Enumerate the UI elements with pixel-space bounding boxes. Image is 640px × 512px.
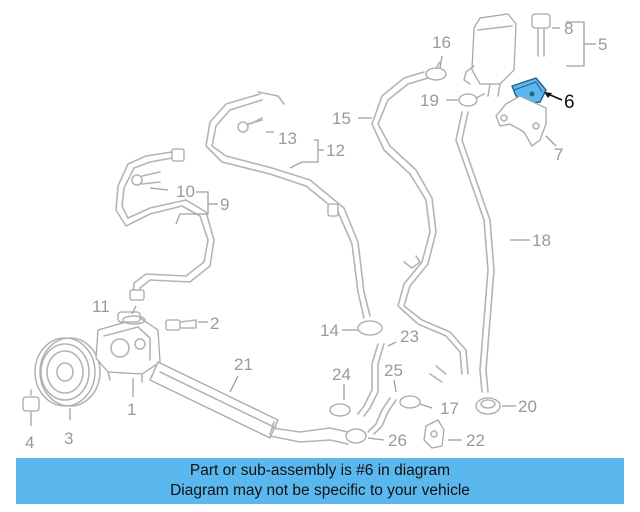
callout-24: 24 bbox=[332, 365, 351, 384]
callout-18: 18 bbox=[532, 231, 551, 250]
callout-1: 1 bbox=[127, 400, 136, 419]
clamp-19 bbox=[458, 93, 485, 107]
suction-hose-18 bbox=[455, 111, 495, 393]
callout-2: 2 bbox=[210, 314, 219, 333]
callout-17: 17 bbox=[440, 399, 459, 418]
callout-numbers: 1 2 3 4 5 6 7 8 9 10 11 12 13 14 15 16 1… bbox=[25, 19, 607, 452]
leader-lines bbox=[30, 21, 596, 441]
callout-6: 6 bbox=[564, 92, 575, 113]
return-hose-15 bbox=[371, 71, 469, 383]
banner-line-part: Part or sub-assembly is #6 in diagram bbox=[189, 462, 451, 479]
callout-3: 3 bbox=[64, 429, 73, 448]
pump-bolt bbox=[165, 319, 197, 331]
callout-22: 22 bbox=[466, 431, 485, 450]
oil-cooler bbox=[149, 361, 349, 445]
bracket-part-7 bbox=[495, 95, 547, 147]
banner-line-disclaimer: Diagram may not be specific to your vehi… bbox=[170, 482, 470, 499]
callout-14: 14 bbox=[320, 321, 339, 340]
pressure-hose bbox=[115, 148, 215, 301]
clamp-16 bbox=[425, 61, 447, 81]
callout-11: 11 bbox=[92, 297, 110, 316]
callout-9: 9 bbox=[220, 195, 229, 214]
info-banner: Part or sub-assembly is #6 in diagram Di… bbox=[16, 458, 624, 504]
clamp-24 bbox=[329, 403, 351, 417]
callout-12: 12 bbox=[326, 141, 345, 160]
seal-ring bbox=[122, 315, 146, 325]
callout-25: 25 bbox=[384, 361, 403, 380]
callout-23: 23 bbox=[400, 327, 419, 346]
pressure-line bbox=[205, 91, 371, 319]
hose-23 bbox=[357, 343, 385, 417]
callout-13: 13 bbox=[278, 129, 297, 148]
bracket-22 bbox=[423, 419, 445, 449]
callout-5: 5 bbox=[598, 35, 607, 54]
callout-26: 26 bbox=[388, 431, 407, 450]
callout-7: 7 bbox=[554, 145, 563, 164]
callout-16: 16 bbox=[432, 33, 451, 52]
callout-8: 8 bbox=[564, 19, 573, 38]
reservoir-cap bbox=[531, 13, 551, 57]
pulley-bolt bbox=[22, 389, 40, 412]
pulley bbox=[34, 337, 101, 407]
callout-15: 15 bbox=[332, 109, 351, 128]
clamp-17 bbox=[399, 395, 421, 409]
callout-19: 19 bbox=[420, 91, 439, 110]
cap-20 bbox=[475, 397, 501, 415]
power-steering-pump bbox=[95, 311, 161, 383]
clamp-26 bbox=[345, 428, 367, 444]
leader-6 bbox=[544, 92, 563, 101]
callout-4: 4 bbox=[25, 433, 34, 452]
callout-20: 20 bbox=[518, 397, 537, 416]
fluid-reservoir bbox=[463, 13, 517, 97]
hose-25 bbox=[367, 397, 397, 435]
callout-21: 21 bbox=[234, 355, 253, 374]
callout-10: 10 bbox=[176, 182, 195, 201]
clamp-14 bbox=[357, 320, 383, 336]
